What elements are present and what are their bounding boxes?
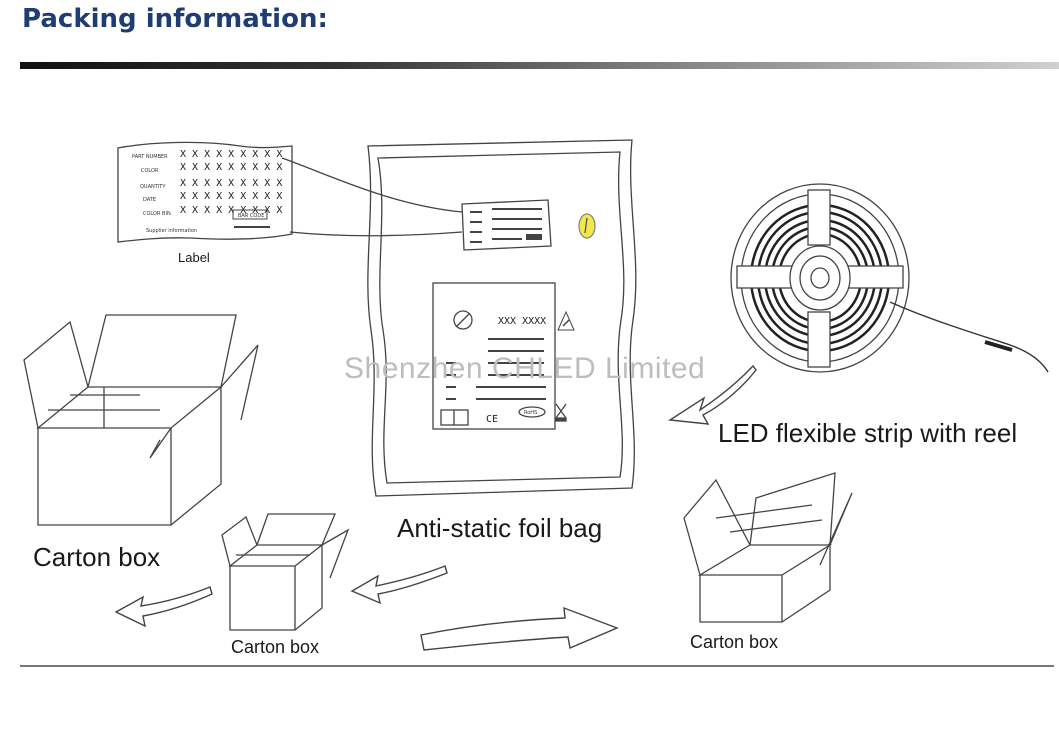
label-barcode-text: BAR CODE <box>238 213 264 219</box>
header-divider <box>20 62 1059 69</box>
label-mark-row: X X X X X X X X X <box>180 191 282 202</box>
label-mark-row: X X X X X X X X X <box>180 178 282 189</box>
small-carton-box <box>221 513 350 631</box>
label-field-color-bin: COLOR BIN <box>143 211 171 217</box>
right-carton-box <box>683 472 853 623</box>
arrow-bag-to-small-box <box>350 565 448 605</box>
page-title: Packing information: <box>22 4 328 34</box>
foil-bag <box>367 139 637 497</box>
reel <box>730 183 1049 373</box>
footer-divider <box>20 665 1054 667</box>
watermark: Shenzhen CHLED Limited <box>344 352 706 385</box>
bag-marks-text: XXX XXXX <box>498 316 546 327</box>
large-carton-box <box>23 314 259 526</box>
right-carton-caption: Carton box <box>690 632 779 652</box>
label-field-date: DATE <box>143 197 156 203</box>
ce-mark: CE <box>486 414 498 425</box>
label-supplier-text: Supplier information <box>146 228 197 234</box>
rohs-mark: RoHS <box>524 410 537 416</box>
label-caption: Label <box>178 250 210 265</box>
label-mark-row: X X X X X X X X X <box>180 162 282 173</box>
label-card <box>117 141 463 243</box>
label-mark-row: X X X X X X X X X <box>180 149 282 160</box>
arrow-reel-to-bag <box>667 364 757 425</box>
arrow-small-to-large-box <box>114 586 213 628</box>
label-field-part-number: PART NUMBER <box>132 154 168 160</box>
label-field-quantity: QUANTITY <box>140 184 166 190</box>
arrow-to-right-box <box>420 606 619 651</box>
large-carton-caption: Carton box <box>33 542 161 572</box>
reel-caption: LED flexible strip with reel <box>718 418 1018 448</box>
small-carton-caption: Carton box <box>231 637 320 657</box>
foil-bag-caption: Anti-static foil bag <box>397 513 603 543</box>
label-field-color: COLOR <box>141 168 159 174</box>
label-mark-row: X X X X X X X X X <box>180 205 282 216</box>
